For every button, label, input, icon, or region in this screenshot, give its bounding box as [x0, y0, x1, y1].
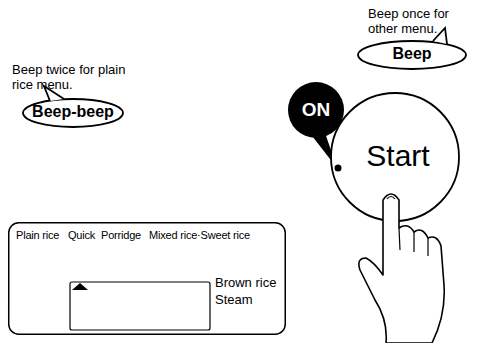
menu-label: Porridge	[101, 229, 141, 241]
speech-bubble: Beep	[357, 40, 467, 70]
panel-outline	[9, 223, 286, 335]
menu-label: Mixed rice·Sweet rice	[149, 229, 250, 241]
node-text: Start	[330, 139, 460, 173]
menu-label: Brown rice	[215, 275, 276, 290]
note-text: Beep once for other menu.	[368, 6, 468, 36]
menu-label: Quick	[68, 229, 95, 241]
menu-indicator	[72, 283, 88, 290]
start-dot	[335, 165, 342, 172]
node-text: Beep	[357, 45, 467, 63]
bubble-outline	[23, 99, 123, 127]
node-text: Beep-beep	[22, 103, 124, 121]
control-panel: Plain rice Quick Porridge Mixed rice·Sweet …	[8, 222, 286, 335]
menu-label: Steam	[215, 292, 253, 307]
on-circle	[288, 82, 344, 138]
display-window	[70, 282, 210, 330]
node-text: ON	[288, 99, 344, 121]
note-text: Beep twice for plain rice menu.	[12, 62, 130, 92]
menu-label: Plain rice	[16, 229, 59, 241]
start-circle	[331, 93, 459, 221]
speech-bubble: Beep-beep	[22, 98, 124, 128]
bubble-outline	[358, 41, 466, 69]
on-badge: ON	[288, 82, 344, 138]
